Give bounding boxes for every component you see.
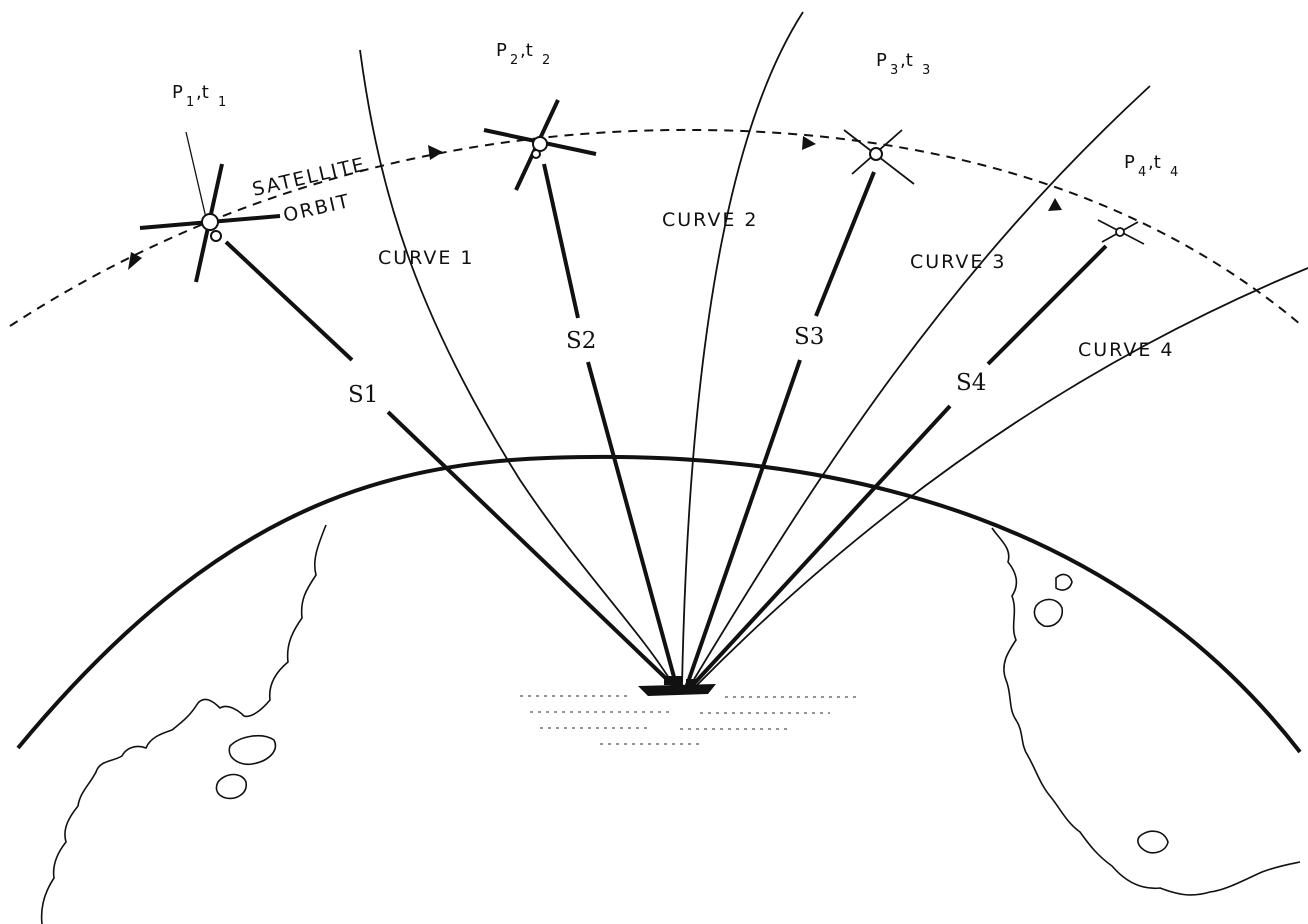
orbit-label-orbit: ORBIT — [281, 190, 353, 227]
position-label-p1: P 1 ,t 1 — [172, 82, 226, 110]
svg-text:4: 4 — [1170, 165, 1178, 180]
curve-4 — [695, 267, 1308, 687]
satellite-icon — [1097, 219, 1145, 245]
curve-3 — [689, 85, 1151, 687]
position-label-p4: P 4 ,t 4 — [1124, 152, 1178, 180]
svg-text:,t: ,t — [196, 82, 209, 103]
sea-surface — [520, 695, 860, 745]
signal-s2-label: S2 — [566, 328, 596, 354]
svg-text:1: 1 — [218, 95, 226, 110]
svg-text:,t: ,t — [520, 40, 533, 61]
satellite-orbit — [9, 128, 1301, 327]
position-label-p3: P 3 ,t 3 — [876, 50, 930, 78]
curve-2-label: CURVE 2 — [662, 209, 758, 231]
curve-4-label: CURVE 4 — [1078, 339, 1174, 361]
signal-s3 — [684, 171, 876, 689]
svg-text:P: P — [172, 82, 183, 103]
curve-1-label: CURVE 1 — [378, 247, 474, 269]
signal-s3-label: S3 — [794, 324, 824, 350]
orbit-arrow-icon — [128, 252, 142, 270]
svg-text:3: 3 — [890, 63, 898, 78]
island-left-2 — [215, 773, 247, 800]
orbit-direction-arrows — [128, 136, 1062, 270]
svg-text:P: P — [876, 50, 887, 71]
orbit-arrow-icon — [802, 136, 816, 150]
orbit-arrow-icon — [1048, 198, 1062, 211]
svg-text:4: 4 — [1138, 165, 1146, 180]
curve-2 — [681, 11, 804, 687]
svg-text:1: 1 — [186, 95, 194, 110]
curve-1 — [359, 49, 675, 687]
coastline-right — [991, 527, 1301, 896]
svg-text:,t: ,t — [900, 50, 913, 71]
island-left-1 — [228, 734, 277, 766]
island-right-3 — [1137, 830, 1169, 854]
svg-text:P: P — [496, 40, 507, 61]
coastline-left — [40, 524, 327, 924]
signal-s1-label: S1 — [348, 382, 378, 408]
orbit-label-satellite: SATELLITE — [250, 153, 368, 201]
svg-text:3: 3 — [922, 63, 930, 78]
svg-text:2: 2 — [542, 53, 550, 68]
island-right-2 — [1055, 573, 1073, 591]
signal-s1 — [224, 240, 678, 690]
signal-s2 — [542, 163, 679, 689]
satellite-icon — [139, 131, 281, 283]
orbit-arrow-icon — [428, 145, 443, 160]
svg-text:2: 2 — [510, 53, 518, 68]
satellite-icon — [483, 99, 597, 191]
signal-s4 — [688, 244, 1108, 690]
earth-horizon — [16, 454, 1302, 754]
signal-s4-label: S4 — [956, 370, 986, 396]
curve-3-label: CURVE 3 — [910, 251, 1006, 273]
island-right-1 — [1033, 598, 1064, 628]
svg-text:P: P — [1124, 152, 1135, 173]
satellite-icon — [843, 129, 915, 185]
position-label-p2: P 2 ,t 2 — [496, 40, 550, 68]
svg-text:,t: ,t — [1148, 152, 1161, 173]
